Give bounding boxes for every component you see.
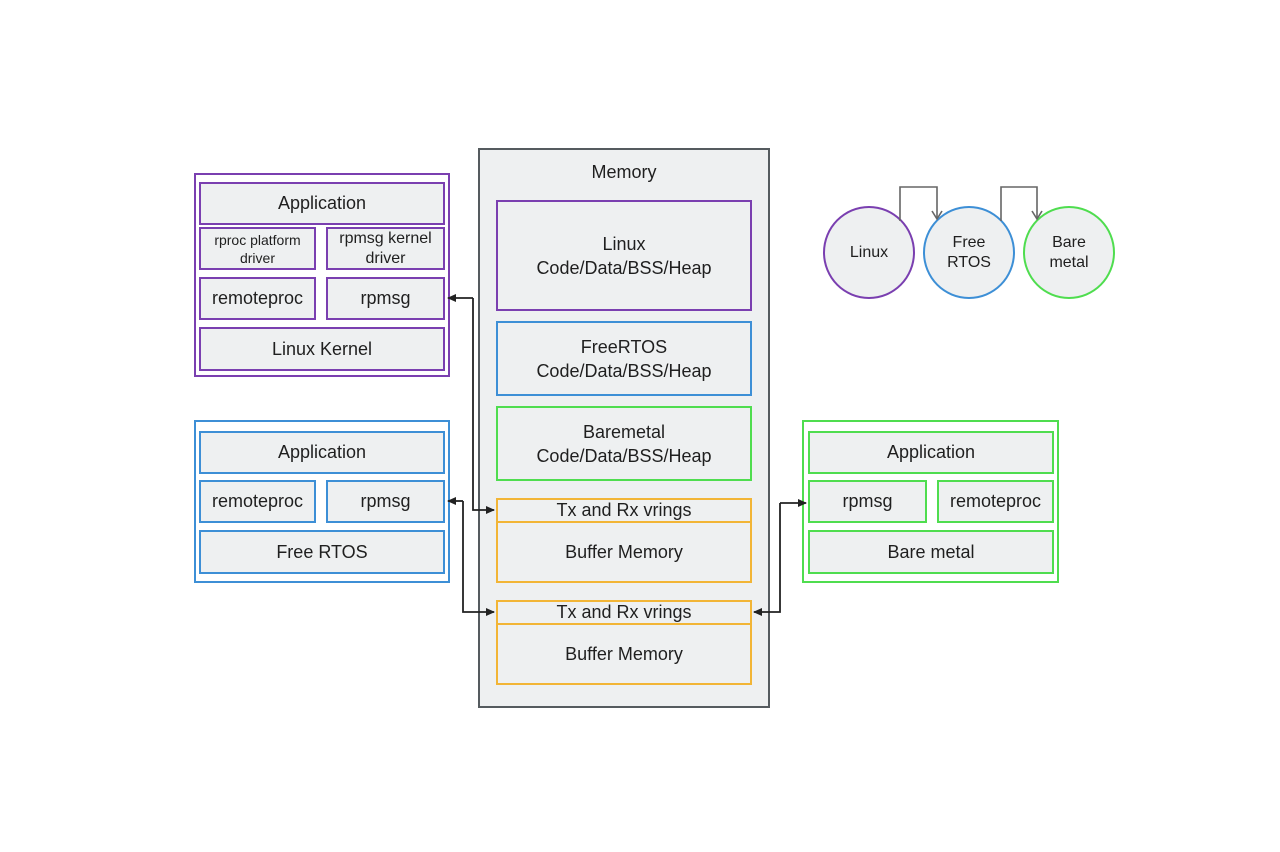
legend-linux-to-freertos-arrow [899,186,943,221]
memory-baremetal-region: Baremetal Code/Data/BSS/Heap [496,406,752,481]
baremetal-os: Bare metal [808,530,1054,574]
legend-baremetal-circle: Bare metal [1023,206,1115,299]
linux-rproc-platform-driver: rproc platform driver [199,227,316,270]
linux-rpmsg-kernel-driver: rpmsg kernel driver [326,227,445,270]
memory-title: Memory [591,162,657,182]
legend-linux-circle: Linux [823,206,915,299]
linux-kernel: Linux Kernel [199,327,445,371]
vring-2: Tx and Rx vrings [496,600,752,625]
freertos-os: Free RTOS [199,530,445,574]
vring-1: Tx and Rx vrings [496,498,752,523]
freertos-rpmsg: rpmsg [326,480,445,523]
legend-freertos-to-baremetal-arrow [1000,186,1043,221]
baremetal-application: Application [808,431,1054,474]
freertos-remoteproc: remoteproc [199,480,316,523]
memory-freertos-region: FreeRTOS Code/Data/BSS/Heap [496,321,752,396]
linux-application: Application [199,182,445,225]
legend-freertos-circle: Free RTOS [923,206,1015,299]
buffer-memory-2: Buffer Memory [496,623,752,685]
linux-rpmsg: rpmsg [326,277,445,320]
memory-linux-region: Linux Code/Data/BSS/Heap [496,200,752,311]
freertos-application: Application [199,431,445,474]
buffer-memory-1: Buffer Memory [496,521,752,583]
baremetal-remoteproc: remoteproc [937,480,1054,523]
baremetal-rpmsg: rpmsg [808,480,927,523]
linux-remoteproc: remoteproc [199,277,316,320]
